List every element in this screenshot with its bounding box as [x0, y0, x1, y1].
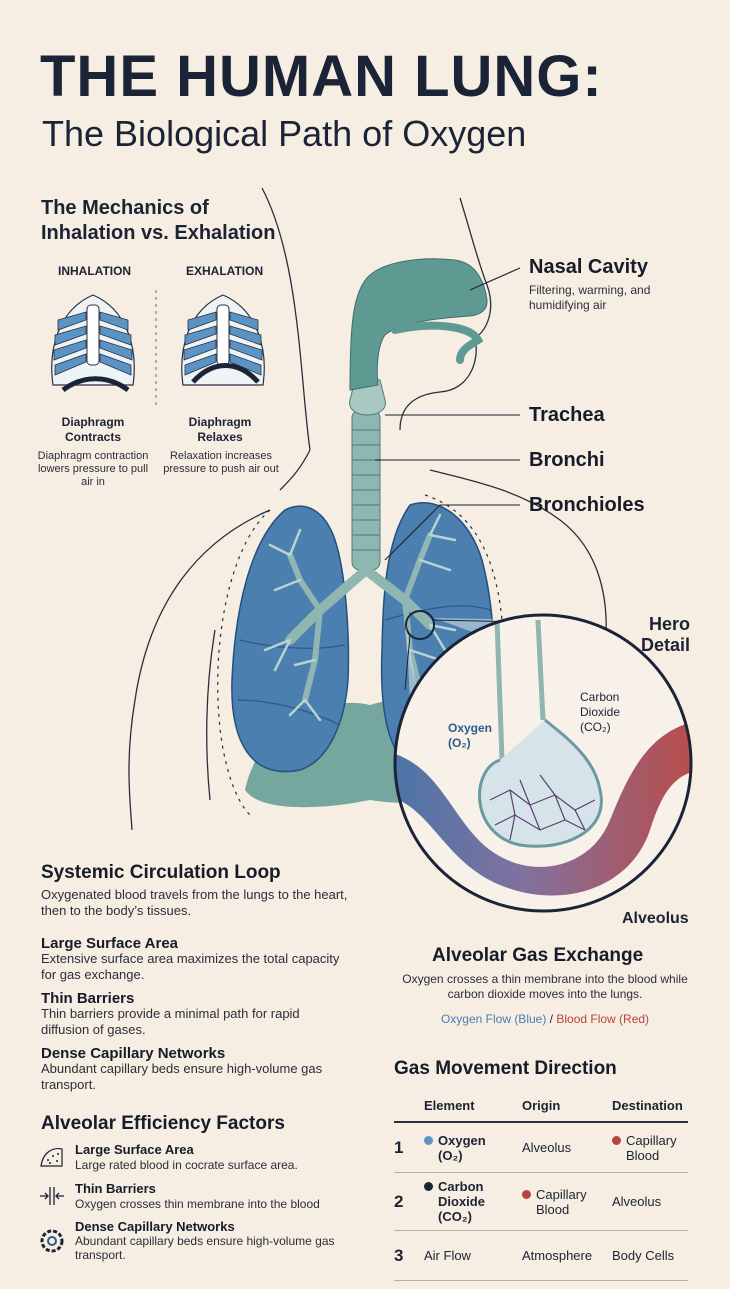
efficiency-3-title: Dense Capillary Networks	[75, 1219, 235, 1234]
factor-2-text: Thin barriers provide a minimal path for…	[41, 1006, 300, 1037]
exhalation-caption-title: Diaphragm Relaxes	[188, 415, 252, 444]
systemic-text: Oxygenated blood travels from the lungs …	[41, 887, 348, 918]
efficiency-2-text: Oxygen crosses thin membrane into the bl…	[75, 1197, 320, 1211]
exhalation-ribcage-icon	[181, 294, 265, 386]
alveolus-label: Alveolus	[622, 910, 689, 927]
inhalation-caption-title: Diaphragm Contracts	[61, 415, 125, 444]
nasal-cavity-shape	[349, 258, 488, 391]
bronchi-label: Bronchi	[529, 449, 605, 471]
trachea-label: Trachea	[529, 404, 605, 426]
exhalation-label: EXHALATION	[186, 264, 264, 278]
efficiency-heading: Alveolar Efficiency Factors	[41, 1113, 285, 1134]
col-origin: Origin	[522, 1098, 612, 1123]
co2-label: Carbon Dioxide (CO₂)	[580, 690, 621, 734]
exchange-legend: Oxygen Flow (Blue) / Blood Flow (Red)	[400, 1012, 690, 1026]
exchange-heading: Alveolar Gas Exchange	[432, 945, 644, 966]
systemic-heading: Systemic Circulation Loop	[41, 862, 281, 883]
blood-dot-icon	[612, 1135, 621, 1145]
cell-origin: Atmosphere	[522, 1230, 612, 1281]
exhalation-caption: Relaxation increases pressure to push ai…	[163, 450, 279, 475]
gas-movement-table: Element Origin Destination 1 Oxygen (O₂)…	[394, 1098, 688, 1281]
cell-destination: Body Cells	[612, 1230, 688, 1281]
nasal-cavity-desc: Filtering, warming, and humidifying air	[529, 283, 651, 312]
cell-element: Carbon Dioxide (CO₂)	[424, 1172, 522, 1231]
factor-1-title: Large Surface Area	[41, 935, 179, 952]
exchange-text: Oxygen crosses a thin membrane into the …	[402, 972, 688, 1001]
factor-3-title: Dense Capillary Networks	[41, 1045, 226, 1062]
efficiency-3-text: Abundant capillary beds ensure high-volu…	[75, 1234, 335, 1262]
oxygen-dot-icon	[424, 1135, 433, 1145]
nasal-cavity-label: Nasal Cavity	[529, 256, 648, 278]
surface-area-icon	[40, 1147, 63, 1167]
factor-2-title: Thin Barriers	[41, 990, 135, 1007]
gas-table-heading: Gas Movement Direction	[394, 1058, 617, 1079]
col-element: Element	[424, 1098, 522, 1123]
co2-dot-icon	[424, 1182, 433, 1191]
bronchioles-label: Bronchioles	[529, 494, 645, 516]
mechanics-heading: The Mechanics of Inhalation vs. Exhalati…	[41, 197, 276, 244]
table-row: 3 Air Flow Atmosphere Body Cells	[394, 1230, 688, 1281]
ribcage-diagrams	[51, 290, 265, 405]
table-header-row: Element Origin Destination	[394, 1098, 688, 1123]
legend-blood: Blood Flow (Red)	[556, 1012, 650, 1026]
blood-dot-icon	[522, 1189, 531, 1199]
thin-barrier-icon	[40, 1187, 64, 1205]
capillary-network-icon	[40, 1229, 64, 1253]
factor-1-text: Extensive surface area maximizes the tot…	[41, 951, 340, 982]
factor-3-text: Abundant capillary beds ensure high-volu…	[41, 1061, 323, 1092]
efficiency-1-title: Large Surface Area	[75, 1142, 194, 1157]
row-number: 3	[394, 1230, 424, 1281]
cell-destination: Capillary Blood	[612, 1122, 688, 1173]
cell-destination: Alveolus	[612, 1172, 688, 1231]
row-number: 2	[394, 1172, 424, 1231]
hero-detail-label: Hero Detail	[640, 614, 690, 655]
label-leaders	[375, 267, 521, 561]
table-row: 1 Oxygen (O₂) Alveolus Capillary Blood	[394, 1122, 688, 1173]
cell-origin: Capillary Blood	[522, 1172, 612, 1231]
inhalation-label: INHALATION	[58, 264, 132, 278]
o2-label: Oxygen (O₂)	[448, 721, 493, 750]
alveolus-hero-circle	[393, 613, 693, 913]
cell-element: Oxygen (O₂)	[424, 1122, 522, 1173]
efficiency-1-text: Large rated blood in cocrate surface are…	[75, 1158, 298, 1172]
inhalation-ribcage-icon	[51, 294, 135, 393]
cell-origin: Alveolus	[522, 1122, 612, 1173]
page-subtitle: The Biological Path of Oxygen	[42, 113, 527, 154]
cell-element: Air Flow	[424, 1230, 522, 1281]
efficiency-2-title: Thin Barriers	[75, 1181, 156, 1196]
page-title: THE HUMAN LUNG:	[40, 44, 603, 109]
row-number: 1	[394, 1122, 424, 1173]
legend-separator: /	[546, 1012, 557, 1026]
table-row: 2 Carbon Dioxide (CO₂) Capillary Blood A…	[394, 1172, 688, 1231]
col-destination: Destination	[612, 1098, 688, 1123]
efficiency-icons	[40, 1147, 64, 1253]
legend-oxygen: Oxygen Flow (Blue)	[440, 1012, 547, 1026]
inhalation-caption: Diaphragm contraction lowers pressure to…	[37, 450, 149, 488]
trachea	[349, 379, 386, 571]
alveolar-sac	[478, 718, 603, 848]
